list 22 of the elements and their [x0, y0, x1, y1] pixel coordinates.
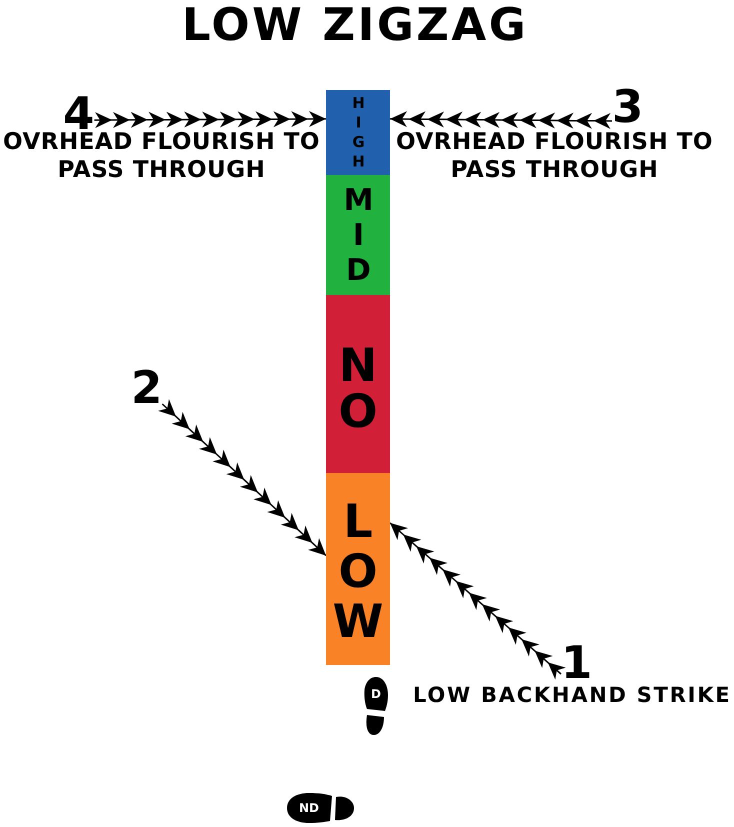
zone-segment — [326, 90, 390, 175]
step-caption: LOW BACKHAND STRIKE — [413, 686, 732, 704]
chevron-arrow — [94, 111, 326, 128]
zone-label: HIGH — [350, 94, 366, 172]
zone-segment — [326, 175, 390, 295]
chevron-arrow — [390, 111, 612, 129]
zone-segment — [326, 473, 390, 665]
footprint-label: ND — [299, 803, 319, 813]
zone-label: LOW — [335, 494, 381, 644]
step-number: 4 — [63, 97, 94, 130]
footprint-label: D — [371, 689, 381, 699]
zone-label: MID — [343, 182, 373, 288]
zone-segment — [326, 295, 390, 473]
step-number: 1 — [561, 646, 592, 679]
step-number: 3 — [612, 90, 644, 123]
title: LOW ZIGZAG — [182, 8, 528, 41]
step-caption: OVRHEAD FLOURISH TO PASS THROUGH — [2, 129, 321, 184]
chevron-arrow — [390, 522, 566, 680]
step-caption: OVRHEAD FLOURISH TO PASS THROUGH — [395, 128, 714, 184]
zone-label: NO — [335, 338, 381, 430]
chevron-arrow — [158, 399, 327, 556]
step-number: 2 — [131, 371, 162, 404]
